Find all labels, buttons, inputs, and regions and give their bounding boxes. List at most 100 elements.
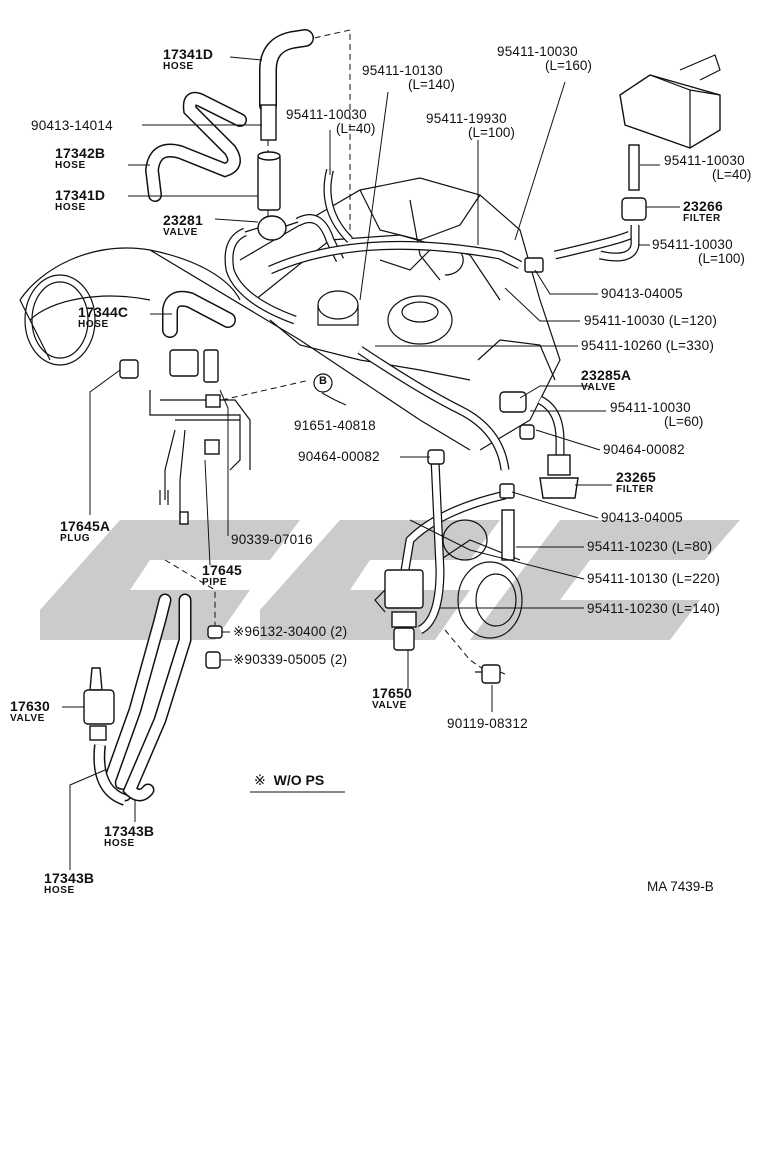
pipe-assembly-17645 bbox=[119, 349, 251, 525]
leader-lines bbox=[62, 56, 680, 870]
part-number: 95411-10030 bbox=[610, 400, 691, 415]
part-caption: VALVE bbox=[163, 227, 198, 238]
part-number: 90339-07016 bbox=[231, 532, 313, 547]
part-number: 95411-10130 (L=220) bbox=[587, 571, 721, 586]
hose-17341d-top bbox=[259, 29, 314, 141]
part-number: 17650 bbox=[372, 685, 412, 701]
part-number: 95411-10030 bbox=[652, 237, 733, 252]
label-95411-10230-l140: 95411-10230 (L=140) bbox=[587, 602, 720, 616]
part-caption: FILTER bbox=[683, 213, 721, 224]
part-caption: HOSE bbox=[44, 885, 75, 896]
label-17630: 17630 VALVE bbox=[10, 699, 50, 724]
part-number: 17342B bbox=[55, 145, 106, 161]
part-caption: HOSE bbox=[78, 319, 109, 330]
part-number: 95411-10260 (L=330) bbox=[581, 338, 715, 353]
label-90339-07016: 90339-07016 bbox=[231, 533, 313, 547]
part-caption: VALVE bbox=[372, 700, 407, 711]
label-17341d-mid: 17341D HOSE bbox=[55, 188, 105, 213]
part-number: 95411-10030 bbox=[497, 44, 578, 59]
valve-17650 bbox=[374, 569, 424, 651]
valve-23285a bbox=[499, 391, 535, 440]
label-91651-40818: 91651-40818 bbox=[294, 419, 376, 433]
part-number: 91651-40818 bbox=[294, 418, 376, 433]
filter-23265 bbox=[539, 454, 579, 499]
part-number: 90464-00082 bbox=[603, 442, 685, 457]
part-number: 17645 bbox=[202, 562, 242, 578]
label-17344c: 17344C HOSE bbox=[78, 305, 128, 330]
wo-ps-note: ※ W/O PS bbox=[254, 773, 324, 787]
part-caption: VALVE bbox=[10, 713, 45, 724]
label-90464-00082-a: 90464-00082 bbox=[603, 443, 685, 457]
part-number: 23266 bbox=[683, 198, 723, 214]
label-90464-00082-b: 90464-00082 bbox=[298, 450, 380, 464]
valve-17630 bbox=[83, 667, 128, 806]
label-95411-10030-l60: 95411-10030 (L=60) bbox=[610, 401, 703, 428]
label-95411-19930: 95411-19930 (L=100) bbox=[426, 112, 515, 139]
part-length: (L=40) bbox=[712, 166, 752, 182]
part-caption: PIPE bbox=[202, 577, 228, 588]
part-number: 95411-10030 bbox=[664, 153, 745, 168]
hose-17344c bbox=[162, 290, 236, 338]
bolt-90119 bbox=[475, 664, 506, 684]
label-17343b-b: 17343B HOSE bbox=[44, 871, 94, 896]
clip-96132 bbox=[207, 625, 223, 639]
part-number: 17344C bbox=[78, 304, 129, 320]
label-95411-10230-l80: 95411-10230 (L=80) bbox=[587, 540, 712, 554]
label-90119-08312: 90119-08312 bbox=[447, 717, 528, 731]
part-number: 17645A bbox=[60, 518, 111, 534]
label-90413-14014: 90413-14014 bbox=[31, 119, 113, 133]
part-caption: HOSE bbox=[163, 61, 194, 72]
part-caption: HOSE bbox=[104, 838, 135, 849]
label-17343b-a: 17343B HOSE bbox=[104, 824, 154, 849]
part-number: 90413-04005 bbox=[601, 286, 683, 301]
diagram-reference-code: MA 7439-B bbox=[647, 879, 714, 894]
part-number: 17341D bbox=[163, 46, 214, 62]
part-number: 17630 bbox=[10, 698, 50, 714]
label-17341d-top: 17341D HOSE bbox=[163, 47, 213, 72]
label-95411-10030-l100: 95411-10030 (L=100) bbox=[652, 238, 745, 265]
part-length: (L=160) bbox=[545, 57, 592, 73]
label-95411-10260: 95411-10260 (L=330) bbox=[581, 339, 714, 353]
sleeve-90339 bbox=[205, 651, 221, 669]
fitting-clips bbox=[427, 257, 544, 499]
part-number: 90413-04005 bbox=[601, 510, 683, 525]
part-length: (L=100) bbox=[698, 250, 745, 266]
part-number: 17341D bbox=[55, 187, 106, 203]
label-17645a: 17645A PLUG bbox=[60, 519, 110, 544]
part-number: ※90339-05005 (2) bbox=[233, 652, 348, 667]
label-23265: 23265 FILTER bbox=[616, 470, 656, 495]
part-number: 17343B bbox=[44, 870, 95, 886]
part-number: 95411-10030 bbox=[286, 107, 367, 122]
part-length: (L=100) bbox=[468, 124, 515, 140]
label-90339-05005: ※90339-05005 (2) bbox=[233, 653, 347, 667]
part-number: 90413-14014 bbox=[31, 118, 113, 133]
part-number: 90464-00082 bbox=[298, 449, 380, 464]
label-23266: 23266 FILTER bbox=[683, 199, 723, 224]
hose-17341d-mid bbox=[257, 151, 281, 211]
part-number: ※96132-30400 (2) bbox=[233, 624, 348, 639]
label-90413-04005-a: 90413-04005 bbox=[601, 287, 683, 301]
part-length: (L=60) bbox=[664, 413, 704, 429]
part-caption: HOSE bbox=[55, 160, 86, 171]
label-95411-10130-l140: 95411-10130 (L=140) bbox=[362, 64, 455, 91]
part-caption: VALVE bbox=[581, 382, 616, 393]
label-95411-10030-l160: 95411-10030 (L=160) bbox=[497, 45, 592, 72]
circle-marker-b bbox=[313, 373, 333, 393]
label-90413-04005-b: 90413-04005 bbox=[601, 511, 683, 525]
part-number: 95411-10030 (L=120) bbox=[584, 313, 718, 328]
part-caption: PLUG bbox=[60, 533, 91, 544]
vacuum-lines bbox=[224, 169, 633, 635]
label-23281: 23281 VALVE bbox=[163, 213, 203, 238]
label-95411-10130-l220: 95411-10130 (L=220) bbox=[587, 572, 720, 586]
label-95411-10030-l120: 95411-10030 (L=120) bbox=[584, 314, 717, 328]
part-caption: HOSE bbox=[55, 202, 86, 213]
part-length: (L=140) bbox=[408, 76, 455, 92]
part-length: (L=40) bbox=[336, 120, 376, 136]
part-number: 23281 bbox=[163, 212, 203, 228]
label-17645: 17645 PIPE bbox=[202, 563, 242, 588]
part-caption: FILTER bbox=[616, 484, 654, 495]
label-96132-30400: ※96132-30400 (2) bbox=[233, 625, 347, 639]
label-95411-10030-l40-a: 95411-10030 (L=40) bbox=[286, 108, 375, 135]
circle-marker-letter: B bbox=[319, 375, 327, 387]
